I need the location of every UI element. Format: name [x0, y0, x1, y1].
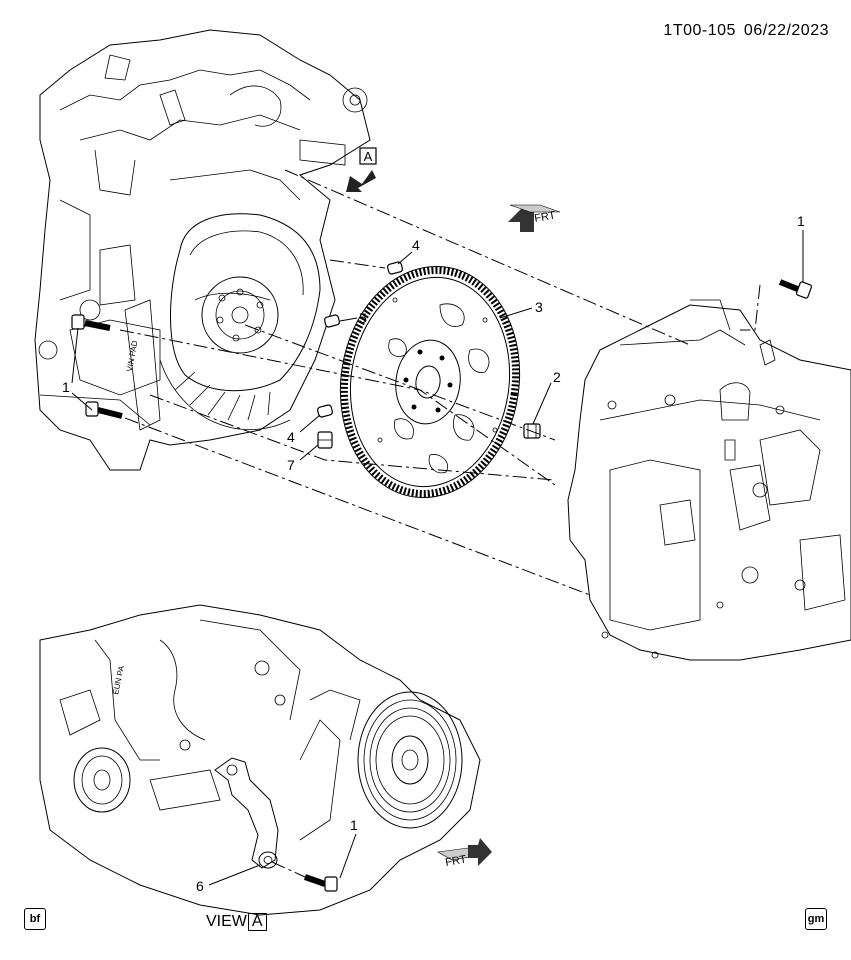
frt-label-top: FRT — [533, 209, 556, 225]
bf-logo: bf — [24, 908, 46, 930]
dowel-4-upper — [387, 261, 403, 275]
bolt-1-left-upper — [71, 314, 111, 331]
view-a-marker: A — [346, 147, 377, 192]
callout-6: 6 — [196, 878, 204, 894]
front-arrow-top: FRT — [508, 204, 561, 232]
diagram-code: 1T00-105 — [663, 22, 736, 39]
view-a-detail: EUN PA — [39, 604, 481, 916]
callout-leaders — [71, 230, 804, 886]
callout-4a: 4 — [412, 237, 420, 253]
alignment-centerlines — [119, 169, 761, 596]
transmission — [567, 299, 851, 661]
view-label-prefix: VIEW — [206, 913, 247, 930]
callout-1c: 1 — [350, 817, 358, 833]
callout-1b: 1 — [62, 379, 70, 395]
diagram-date: 06/22/2023 — [743, 22, 829, 39]
frt-label-bottom: FRT — [444, 853, 467, 869]
view-a-letter: A — [364, 149, 373, 164]
callout-7: 7 — [287, 457, 295, 473]
svg-text:VIN PAD: VIN PAD — [125, 340, 139, 373]
dowel-4-lower — [317, 404, 333, 418]
gm-logo: gm — [805, 908, 827, 930]
engine-block: VIN PAD — [34, 29, 371, 471]
diagram-header: 1T00-105 06/22/2023 — [663, 22, 829, 40]
callout-2: 2 — [553, 369, 561, 385]
flexplate — [339, 265, 521, 499]
bolt-1-top-right — [778, 279, 813, 299]
bolt-7 — [317, 431, 333, 449]
callout-1a: 1 — [797, 213, 805, 229]
callout-3: 3 — [535, 299, 543, 315]
callout-5: 5 — [359, 310, 367, 326]
front-arrow-bottom: FRT — [437, 838, 492, 869]
svg-text:EUN PA: EUN PA — [111, 664, 126, 695]
callout-4b: 4 — [287, 429, 295, 445]
bolt-1-left-lower — [85, 401, 123, 419]
view-label-letter: A — [247, 913, 267, 931]
dowel-5 — [324, 314, 340, 328]
callout-numbers: 1 1 1 2 3 4 4 5 6 7 — [62, 213, 805, 894]
